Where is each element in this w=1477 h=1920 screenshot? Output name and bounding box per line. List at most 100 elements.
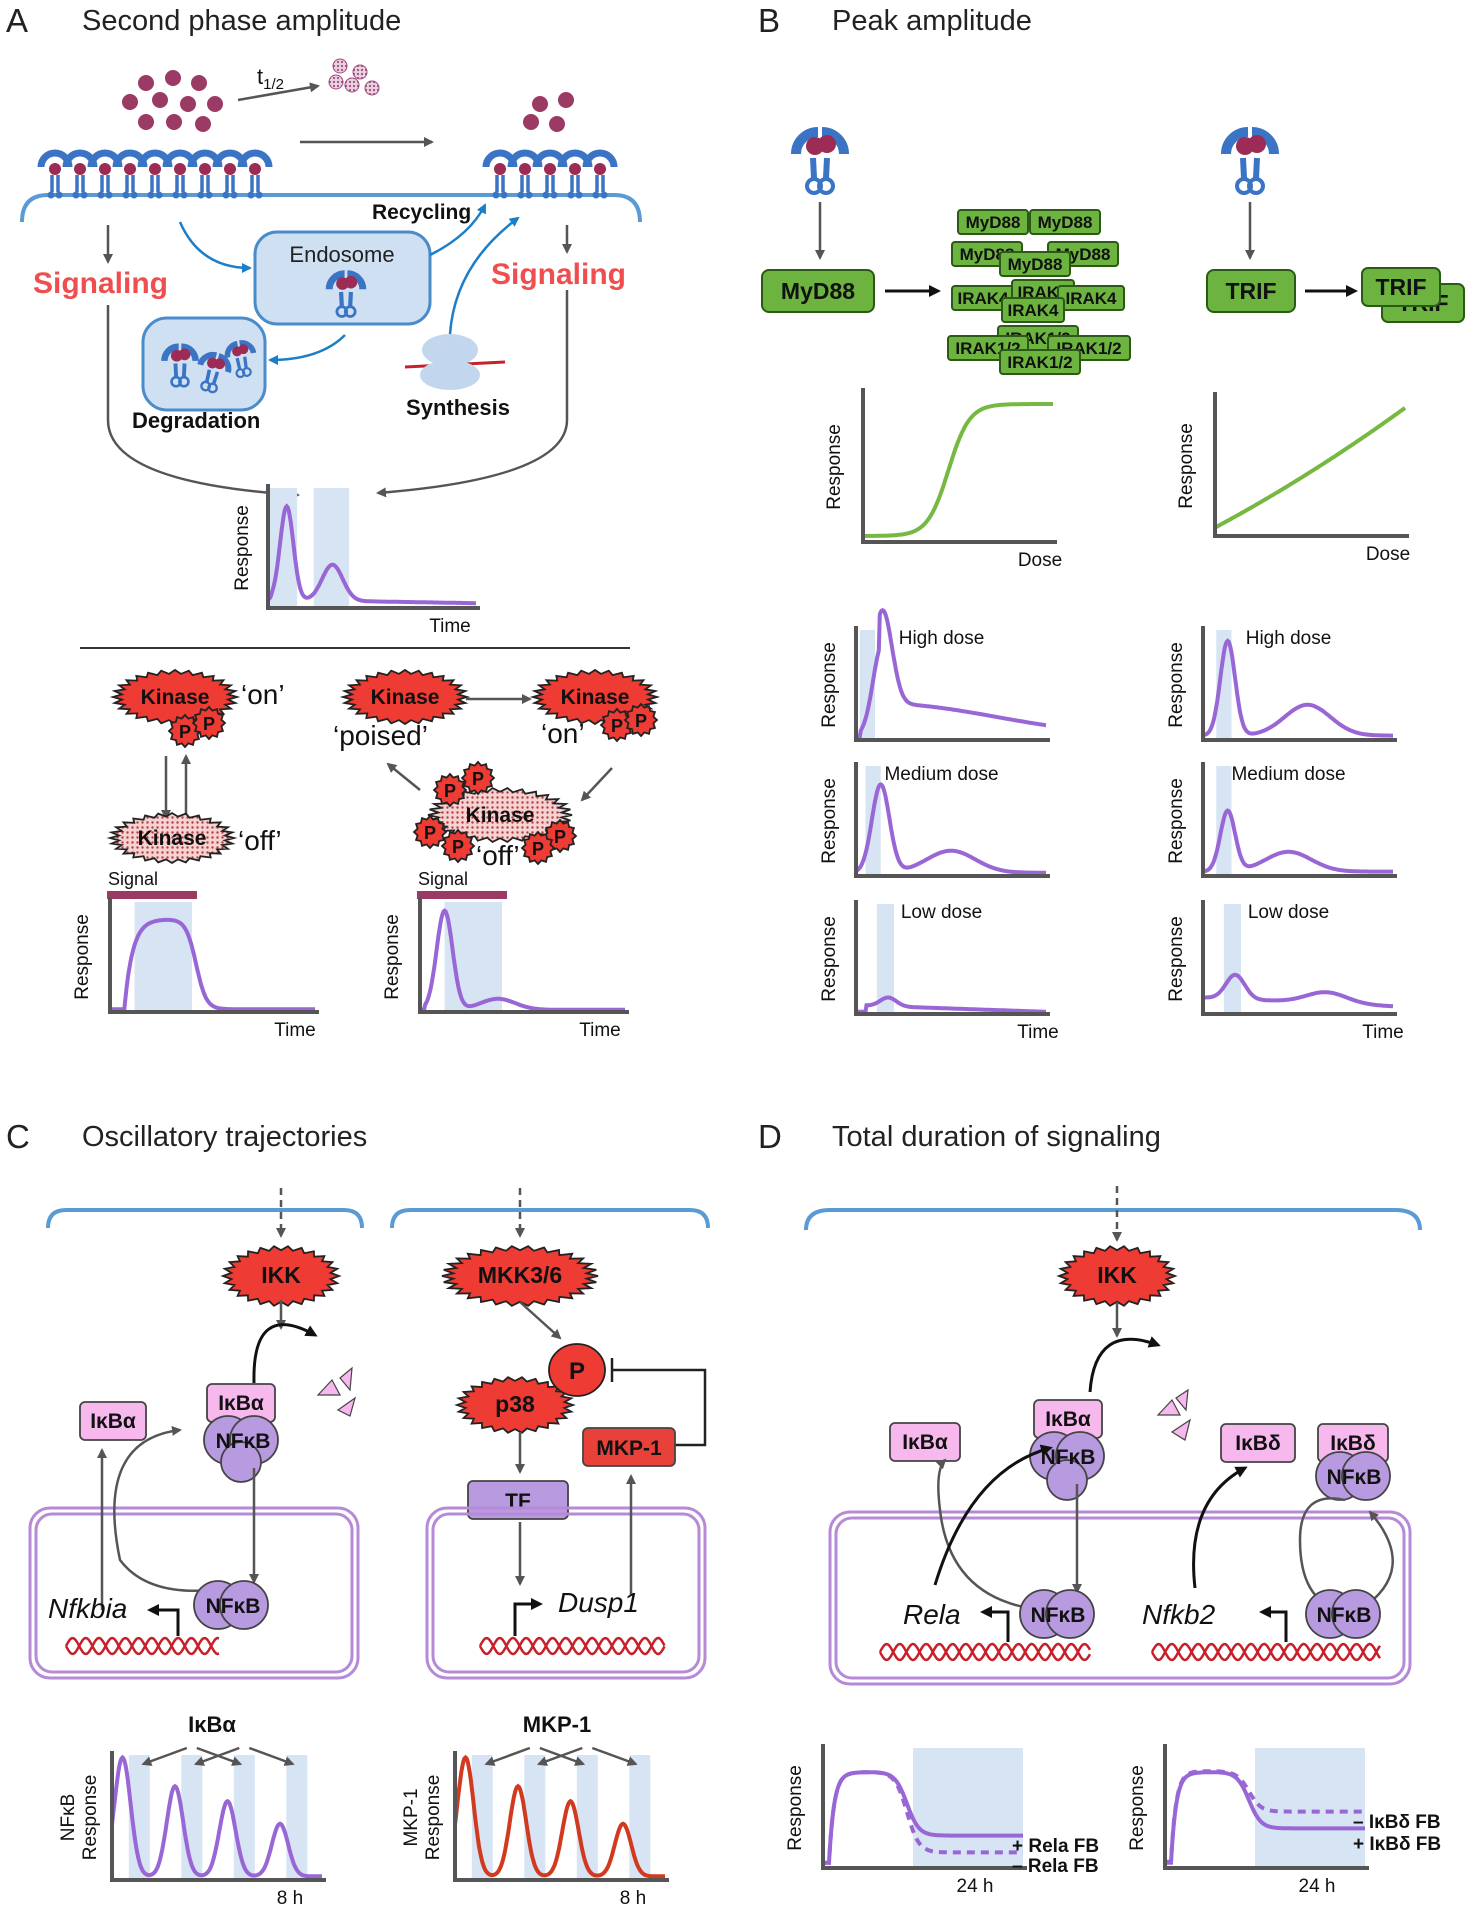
halflife-label: t1/2 bbox=[257, 64, 284, 93]
axes bbox=[821, 1744, 1027, 1870]
ikbd-free-label: IκBδ bbox=[1235, 1432, 1280, 1455]
plot-title: High dose bbox=[1246, 628, 1332, 649]
arrow-ikba-export-d bbox=[935, 1458, 1043, 1612]
panel-b-letter: B bbox=[758, 2, 780, 39]
svg-text:P: P bbox=[611, 716, 623, 736]
promoter-arrow-nfkbia bbox=[147, 1604, 180, 1636]
highlight-band bbox=[128, 1755, 150, 1880]
x-axis-label: 24 h bbox=[1299, 1876, 1336, 1897]
on-label-left: ‘on’ bbox=[241, 679, 285, 710]
highlight-band bbox=[859, 630, 875, 740]
response-curve bbox=[856, 995, 1046, 1014]
nfkb-ikbd-complex: NFκB bbox=[1315, 1451, 1391, 1501]
period-arrow bbox=[591, 1746, 638, 1766]
dna-d-right bbox=[1150, 1642, 1382, 1662]
nfkb-complex-c: NFκB bbox=[203, 1415, 279, 1483]
recycling-arrow bbox=[429, 203, 487, 257]
poised-label: ‘poised’ bbox=[333, 720, 428, 751]
highlight-band bbox=[471, 1755, 493, 1880]
x-axis-label: Time bbox=[1017, 1022, 1059, 1043]
p38-phospho-label: P bbox=[569, 1358, 585, 1385]
gene-nfkb2: Nfkb2 bbox=[1142, 1599, 1216, 1630]
p38: p38 bbox=[454, 1376, 576, 1434]
arrow-mkk-p38 bbox=[519, 1301, 562, 1340]
nucleus-d-inner bbox=[834, 1516, 1406, 1680]
nucleus-c-left-outer bbox=[28, 1506, 360, 1680]
plot-c1-title: IκBα bbox=[188, 1712, 236, 1737]
response-curve bbox=[1202, 638, 1393, 738]
period-arrow bbox=[193, 1746, 240, 1766]
svg-text:p38: p38 bbox=[495, 1391, 535, 1417]
y-axis-label: Response bbox=[819, 778, 840, 864]
x-axis-label: Time bbox=[1362, 1022, 1404, 1043]
promoter-arrow-rela bbox=[980, 1606, 1010, 1642]
ribosome-top bbox=[422, 334, 478, 366]
endosome-label: Endosome bbox=[289, 242, 394, 267]
ikbd-bound-label: IκBδ bbox=[1330, 1432, 1375, 1455]
x-axis-label: Time bbox=[274, 1020, 316, 1041]
svg-text:TRIF: TRIF bbox=[1375, 274, 1426, 300]
panel-c: C Oscillatory trajectories IKK IκBα IκBα… bbox=[6, 1118, 710, 1909]
membrane-c-right bbox=[390, 1208, 710, 1229]
y-axis-label: Response bbox=[72, 914, 93, 1000]
response-curve bbox=[453, 1754, 665, 1879]
dna-c-left bbox=[64, 1636, 220, 1656]
legend-rela-minus: – Rela FB bbox=[1012, 1856, 1099, 1877]
nfkb-nuclear-d2: NFκB bbox=[1305, 1589, 1381, 1639]
svg-text:P: P bbox=[179, 722, 191, 742]
y-axis-label: Response bbox=[232, 505, 253, 591]
signaling-label-left: Signaling bbox=[33, 267, 168, 300]
highlight-band bbox=[913, 1748, 1023, 1868]
y-axis-label: Response bbox=[1127, 1765, 1148, 1851]
signaling-label-right: Signaling bbox=[491, 258, 626, 291]
arrow-on-to-off bbox=[580, 767, 613, 802]
svg-text:IKK: IKK bbox=[1097, 1262, 1137, 1288]
arrow-nfkb2-ikbd bbox=[1192, 1466, 1248, 1589]
axes bbox=[110, 1751, 326, 1882]
y-axis-label: Response bbox=[819, 916, 840, 1002]
svg-text:MyD88: MyD88 bbox=[1008, 255, 1063, 274]
tlr-receptor-trif bbox=[1226, 132, 1274, 193]
y-axis-label: Response bbox=[423, 1775, 444, 1861]
mkk36: MKK3/6 bbox=[441, 1245, 599, 1307]
panel-d-letter: D bbox=[758, 1118, 782, 1155]
converge-arrow-right bbox=[376, 290, 569, 498]
legend-ikbd-plus: + IκBδ FB bbox=[1353, 1834, 1441, 1855]
synthesis-arrow bbox=[448, 216, 520, 335]
svg-text:MKK3/6: MKK3/6 bbox=[478, 1262, 562, 1288]
x-axis-label: 8 h bbox=[620, 1888, 646, 1909]
kinase-off-left: Kinase bbox=[106, 811, 238, 865]
promoter-arrow-dusp1 bbox=[513, 1598, 543, 1636]
degraded-ligand-cluster bbox=[328, 58, 380, 96]
svg-text:Kinase: Kinase bbox=[466, 804, 535, 827]
y-axis-label-secondary: MKP-1 bbox=[401, 1788, 422, 1846]
ikba-free-d bbox=[889, 1422, 961, 1462]
ligand-cluster-right bbox=[523, 92, 574, 132]
receptors-right bbox=[486, 153, 614, 199]
panel-a-title: Second phase amplitude bbox=[82, 5, 401, 37]
promoter-arrow-nfkb2 bbox=[1259, 1606, 1288, 1642]
ligand-cluster bbox=[122, 70, 223, 132]
ikba-bound-d-label: IκBα bbox=[1045, 1408, 1091, 1431]
ikbd-free bbox=[1220, 1423, 1296, 1463]
mkp1-label: MKP-1 bbox=[596, 1437, 662, 1460]
axes bbox=[108, 898, 319, 1014]
ikk-d: IKK bbox=[1056, 1245, 1178, 1307]
period-arrow bbox=[536, 1746, 583, 1766]
plot-title: High dose bbox=[899, 628, 985, 649]
svg-text:P: P bbox=[472, 769, 484, 789]
axes bbox=[1201, 626, 1397, 742]
svg-text:NFκB: NFκB bbox=[1031, 1604, 1086, 1627]
response-curve bbox=[110, 1754, 322, 1879]
svg-text:NFκB: NFκB bbox=[216, 1430, 271, 1453]
gene-nfkbia: Nfkbia bbox=[48, 1593, 127, 1624]
